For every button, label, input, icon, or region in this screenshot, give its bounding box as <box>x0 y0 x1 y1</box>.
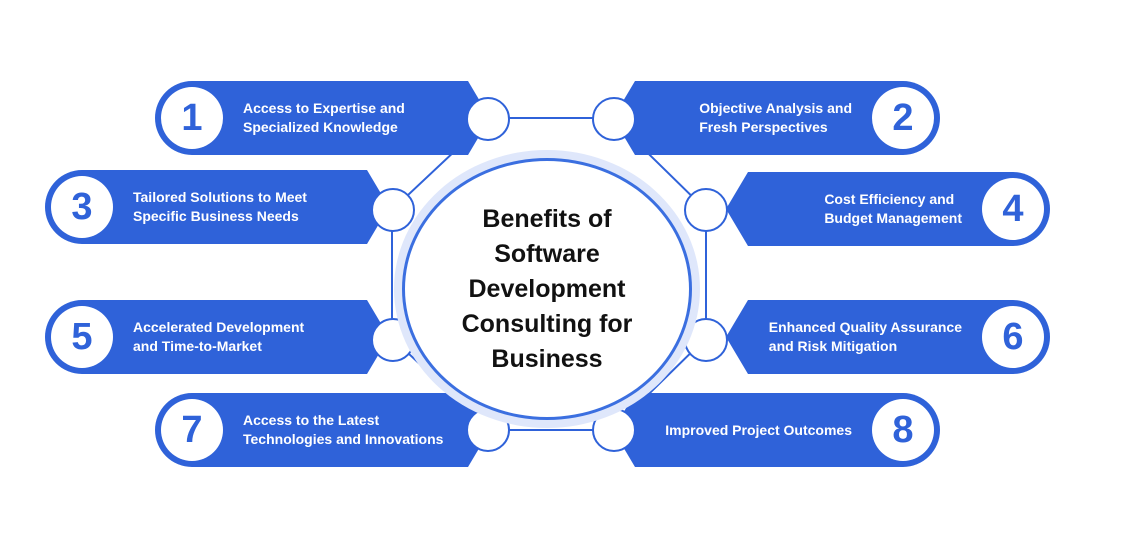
connector-node-4 <box>684 188 728 232</box>
number-badge: 8 <box>872 399 934 461</box>
connector-node-6 <box>684 318 728 362</box>
center-circle: Benefits of Software Development Consult… <box>402 158 692 420</box>
diagram-title: Benefits of Software Development Consult… <box>461 204 633 373</box>
benefit-label: Access to the Latest Technologies and In… <box>243 412 444 447</box>
number-badge: 7 <box>161 399 223 461</box>
number-badge: 2 <box>872 87 934 149</box>
connector-node-3 <box>371 188 415 232</box>
number-badge: 4 <box>982 178 1044 240</box>
benefit-label: Cost Efficiency and Budget Management <box>824 191 962 226</box>
number-badge: 1 <box>161 87 223 149</box>
benefit-item-8: 8 Improved Project Outcomes <box>613 393 940 467</box>
number-badge: 5 <box>51 306 113 368</box>
benefit-item-6: 6 Enhanced Quality Assurance and Risk Mi… <box>726 300 1050 374</box>
benefit-label: Improved Project Outcomes <box>665 421 852 438</box>
number-badge: 3 <box>51 176 113 238</box>
benefit-label: Accelerated Development and Time-to-Mark… <box>133 319 305 354</box>
benefit-item-1: 1 Access to Expertise and Specialized Kn… <box>155 81 490 155</box>
benefit-item-4: 4 Cost Efficiency and Budget Management <box>726 172 1050 246</box>
connector-node-1 <box>466 97 510 141</box>
benefit-label: Objective Analysis and Fresh Perspective… <box>699 100 852 135</box>
connector-node-7 <box>466 408 510 452</box>
connector-node-8 <box>592 408 636 452</box>
benefit-label: Enhanced Quality Assurance and Risk Miti… <box>768 319 962 354</box>
number-badge: 6 <box>982 306 1044 368</box>
benefit-item-7: 7 Access to the Latest Technologies and … <box>155 393 490 467</box>
benefit-item-5: 5 Accelerated Development and Time-to-Ma… <box>45 300 389 374</box>
benefit-label: Tailored Solutions to Meet Specific Busi… <box>133 189 307 224</box>
benefit-item-2: 2 Objective Analysis and Fresh Perspecti… <box>613 81 940 155</box>
connector-node-2 <box>592 97 636 141</box>
benefit-label: Access to Expertise and Specialized Know… <box>243 100 405 135</box>
benefit-item-3: 3 Tailored Solutions to Meet Specific Bu… <box>45 170 389 244</box>
